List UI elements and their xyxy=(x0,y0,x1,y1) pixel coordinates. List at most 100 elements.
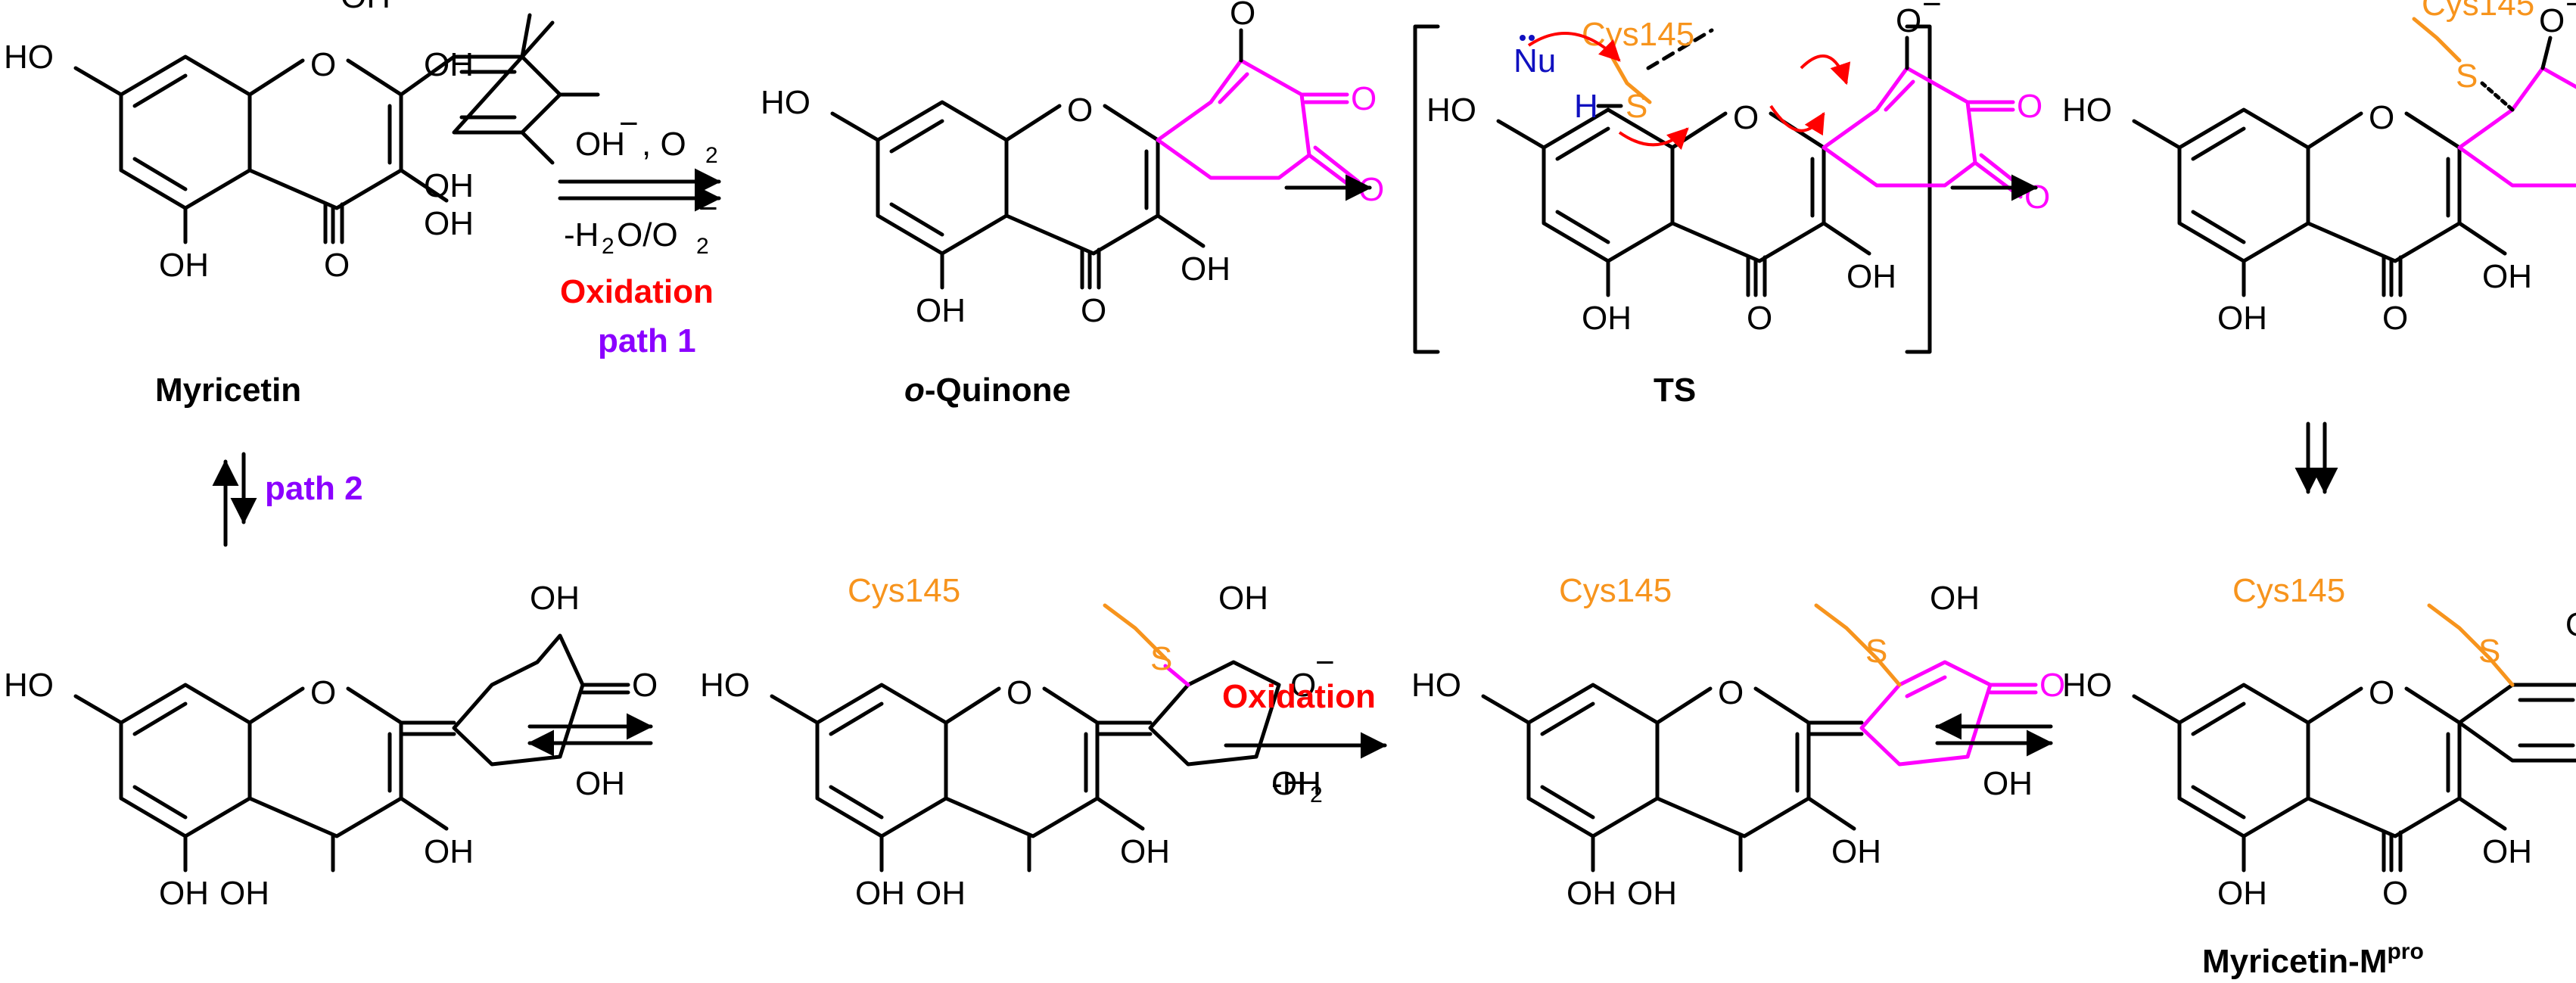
svg-text:OH: OH xyxy=(575,765,625,802)
svg-text:O: O xyxy=(1896,2,1921,39)
svg-text:O: O xyxy=(2382,300,2408,337)
top-arrow-conditions: OH − , O 2 -H 2 O/O 2 − Oxidation path 1 xyxy=(560,105,718,359)
svg-text:-H: -H xyxy=(564,216,599,254)
svg-text:OH: OH xyxy=(2217,875,2267,912)
svg-text:O/O: O/O xyxy=(617,216,678,254)
svg-text:OH: OH xyxy=(219,875,269,912)
svg-text:S: S xyxy=(2456,58,2478,95)
svg-text:2: 2 xyxy=(696,234,709,259)
svg-text:OH: OH xyxy=(2482,833,2532,870)
svg-text:OH: OH xyxy=(1627,875,1677,912)
svg-text:O: O xyxy=(1747,300,1772,337)
svg-text:OH: OH xyxy=(575,126,625,163)
svg-text:path 1: path 1 xyxy=(598,322,696,359)
svg-text:O: O xyxy=(2382,875,2408,912)
quinone-methide-structure: HO O OH OH OH OH O OH xyxy=(4,580,658,912)
svg-text:O: O xyxy=(2024,179,2050,216)
svg-text:OH: OH xyxy=(424,833,474,870)
svg-text:OH: OH xyxy=(159,875,209,912)
svg-text:OH: OH xyxy=(424,167,474,204)
svg-text:HO: HO xyxy=(2062,667,2112,704)
svg-text:OH: OH xyxy=(916,875,966,912)
svg-text:O: O xyxy=(324,247,350,284)
svg-text:OH: OH xyxy=(855,875,905,912)
svg-text:HO: HO xyxy=(1426,92,1476,129)
svg-text:OH: OH xyxy=(424,205,474,242)
svg-text:OH: OH xyxy=(916,292,966,329)
svg-text:HO: HO xyxy=(1411,667,1461,704)
svg-text:−: − xyxy=(698,190,718,227)
label-myricetin-mpro: Myricetin-Mpro xyxy=(2202,939,2424,980)
svg-text:Cys145: Cys145 xyxy=(2422,0,2534,23)
svg-text:HO: HO xyxy=(761,84,810,121)
svg-text:S: S xyxy=(1150,640,1172,677)
svg-text:O: O xyxy=(2539,2,2565,39)
svg-text:OH: OH xyxy=(1566,875,1616,912)
myricetin-structure: HO O OH O OH OH OH OH xyxy=(4,0,600,284)
svg-text:O: O xyxy=(1230,0,1255,32)
svg-text:, O: , O xyxy=(642,126,686,163)
covalent-adduct-structure: HO O OH O OH O − O O S Cys145 xyxy=(2062,0,2576,337)
svg-text:Cys145: Cys145 xyxy=(1559,572,1672,609)
svg-text:O: O xyxy=(2039,667,2065,704)
label-bottom-oxidation: Oxidation xyxy=(1222,678,1376,715)
svg-text:O: O xyxy=(1290,667,1316,704)
svg-text:O: O xyxy=(1351,80,1377,117)
svg-text:HO: HO xyxy=(2062,92,2112,129)
svg-text:OH: OH xyxy=(1983,765,2033,802)
svg-text:O: O xyxy=(310,46,336,83)
svg-text:OH: OH xyxy=(1181,250,1230,288)
myricetin-mpro-structure: HO O OH O OH OH OH OH S Cys145 xyxy=(2062,572,2576,912)
svg-text:OH: OH xyxy=(341,0,390,15)
bottom-loss: -H 2 xyxy=(1271,765,1323,807)
svg-text:O: O xyxy=(2017,88,2042,125)
svg-text:S: S xyxy=(1626,88,1647,125)
svg-text:S: S xyxy=(2478,633,2500,670)
svg-text:-H: -H xyxy=(1271,765,1306,802)
svg-text:OH: OH xyxy=(2482,258,2532,295)
svg-text:O: O xyxy=(1081,292,1106,329)
svg-text:OH: OH xyxy=(1120,833,1170,870)
svg-text:OH: OH xyxy=(530,580,580,617)
svg-text:2: 2 xyxy=(1310,782,1323,807)
svg-text:−: − xyxy=(1256,0,1276,15)
svg-text:O: O xyxy=(310,674,336,711)
svg-text:O: O xyxy=(632,667,658,704)
svg-text:2: 2 xyxy=(602,234,614,259)
thiol-adduct-structure: HO O OH OH OH OH O − OH S Cys145 xyxy=(700,572,1335,912)
svg-text:Cys145: Cys145 xyxy=(2232,572,2345,609)
svg-text:OH: OH xyxy=(1582,300,1632,337)
svg-text:−: − xyxy=(2565,0,2576,23)
svg-text:H: H xyxy=(1574,88,1598,125)
svg-text:−: − xyxy=(619,105,639,142)
svg-text:HO: HO xyxy=(4,39,54,76)
label-o-quinone: o-Quinone xyxy=(904,372,1071,409)
svg-text:OH: OH xyxy=(1218,580,1268,617)
svg-text:−: − xyxy=(1315,644,1335,681)
svg-text:OH: OH xyxy=(1271,765,1321,802)
label-ts: TS xyxy=(1654,372,1696,409)
label-myricetin: Myricetin xyxy=(155,372,301,409)
svg-text:OH: OH xyxy=(2217,300,2267,337)
label-path-2: path 2 xyxy=(265,470,363,507)
svg-text:−: − xyxy=(1922,0,1942,23)
svg-text:S: S xyxy=(1865,633,1887,670)
svg-text:O: O xyxy=(2369,99,2394,136)
svg-text:Nu: Nu xyxy=(1514,42,1556,79)
svg-text:O: O xyxy=(1733,99,1759,136)
svg-text:O: O xyxy=(2369,674,2394,711)
svg-text:O: O xyxy=(1067,92,1093,129)
svg-text:Oxidation: Oxidation xyxy=(560,273,714,310)
svg-text:Cys145: Cys145 xyxy=(848,572,960,609)
svg-text:Cys145: Cys145 xyxy=(1582,16,1694,53)
transition-state: HO O OH O OH O − O O Cys145 S H Nu xyxy=(1413,0,2050,354)
svg-text:OH: OH xyxy=(159,247,209,284)
svg-text:HO: HO xyxy=(4,667,54,704)
oxidized-adduct-structure: HO O OH OH OH OH O OH S Cys145 xyxy=(1411,572,2065,912)
svg-text:HO: HO xyxy=(700,667,750,704)
svg-text:2: 2 xyxy=(705,143,718,168)
svg-text:OH: OH xyxy=(424,46,474,83)
svg-text:OH: OH xyxy=(1831,833,1881,870)
svg-text:OH: OH xyxy=(2565,606,2576,643)
